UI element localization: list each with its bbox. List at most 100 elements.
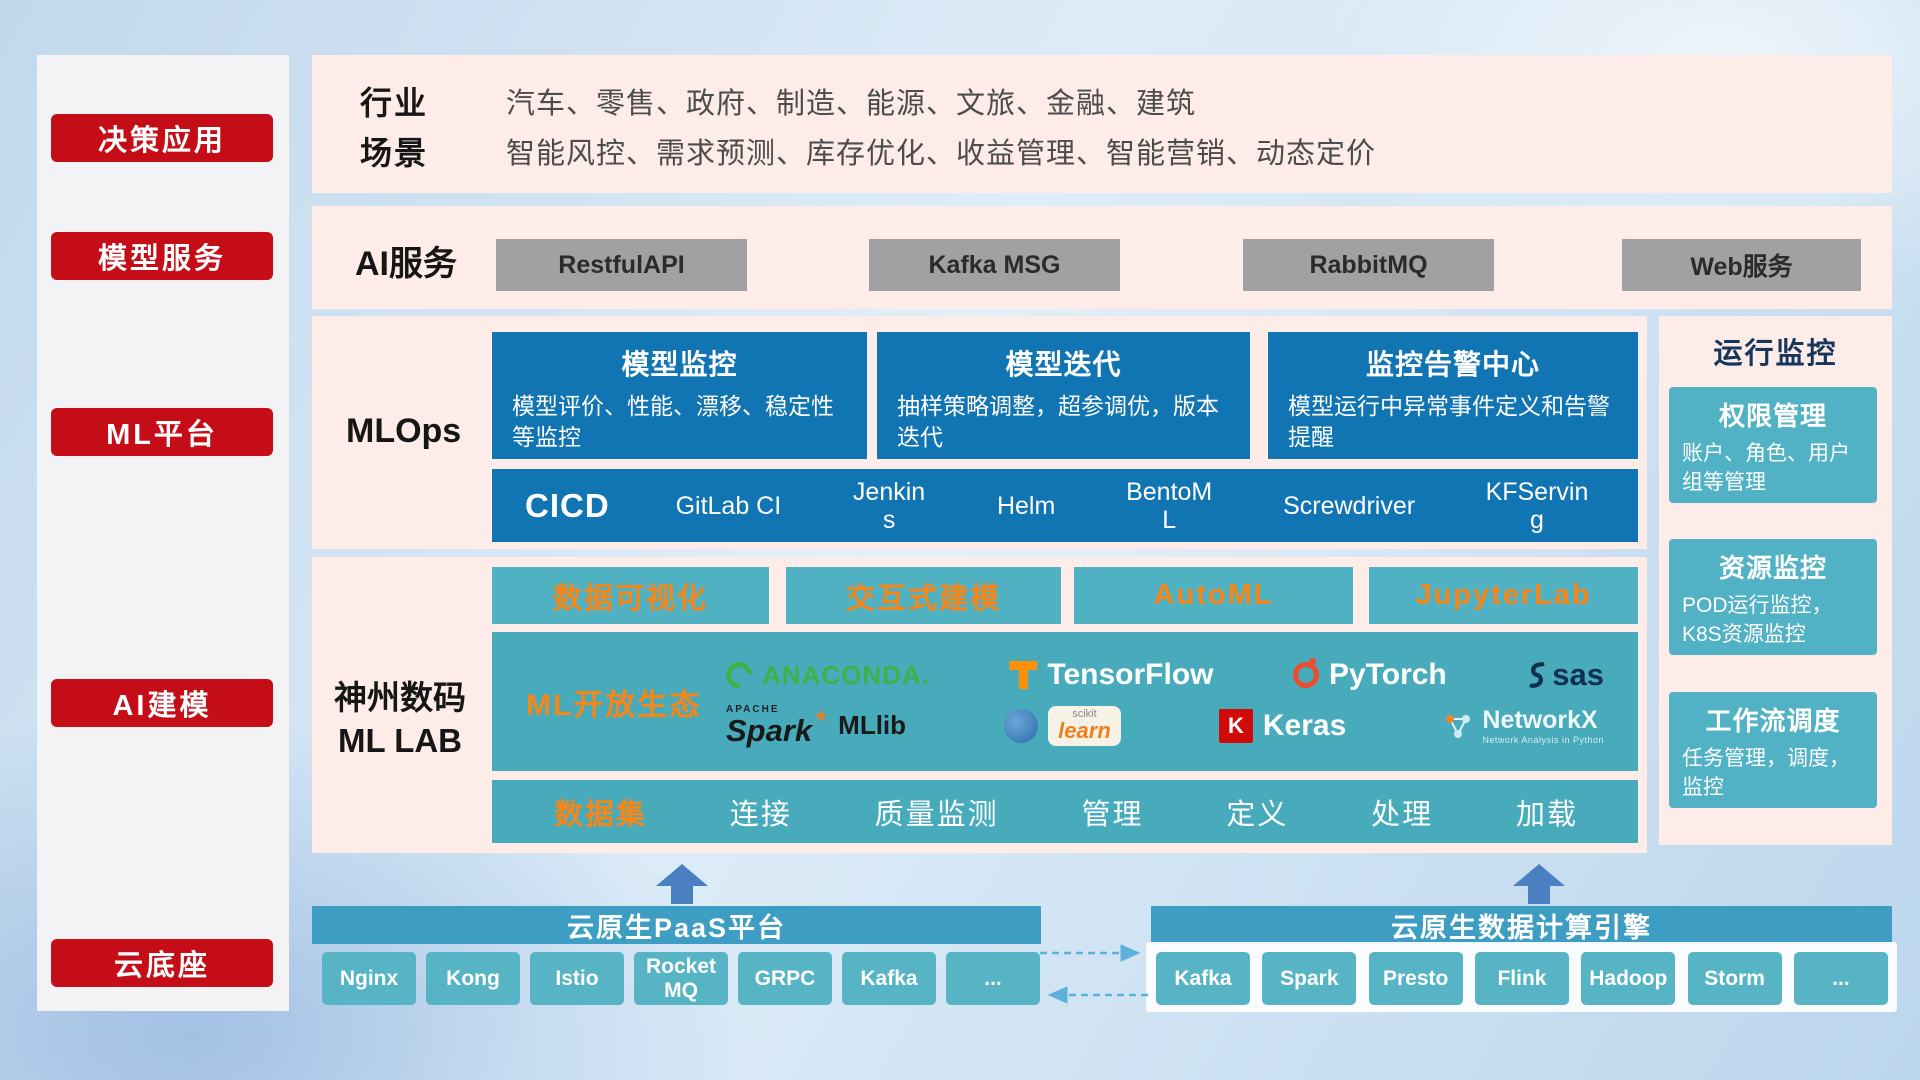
mllib-wordmark: MLlib (838, 710, 907, 740)
kfserving-label: KFServing (1485, 477, 1589, 534)
industry-list: 汽车、零售、政府、制造、能源、文旅、金融、建筑 (506, 88, 1197, 120)
spark-chip: Spark (1262, 952, 1357, 1005)
sidebar-item-decision-apps: 决策应用 (51, 114, 273, 162)
spark-mllib-logo: APACHE Spark ★ MLlib (726, 704, 907, 748)
presto-chip: Presto (1368, 952, 1463, 1005)
cicd-label: CICD (525, 486, 610, 524)
up-arrow-right (1513, 864, 1565, 904)
ml-open-ecosystem-box: ML开放生态 ANACONDA. TensorFlow PyTorch (492, 632, 1638, 771)
dataset-bar: 数据集 连接 质量监测 管理 定义 处理 加载 (492, 780, 1638, 843)
networkx-graph-icon (1446, 714, 1471, 738)
tensorflow-icon (1009, 661, 1038, 689)
card-title: 监控告警中心 (1365, 349, 1540, 380)
card-desc: 模型评价、性能、漂移、稳定性等监控 (512, 393, 834, 451)
mlops-panel: MLOps 模型监控 模型评价、性能、漂移、稳定性等监控 模型迭代 抽样策略调整… (312, 316, 1647, 549)
dataset-item-load: 加载 (1515, 798, 1578, 831)
scenario-row: 场景 智能风控、需求预测、库存优化、收益管理、智能营销、动态定价 (360, 127, 1868, 175)
model-monitoring-card: 模型监控 模型评价、性能、漂移、稳定性等监控 (492, 332, 867, 459)
sas-swirl-icon (1529, 662, 1545, 688)
rocketmq-chip: RocketMQ (634, 952, 728, 1005)
networkx-logo: NetworkX Network Analysis in Python (1444, 706, 1604, 745)
kafka-msg-button: Kafka MSG (869, 239, 1120, 291)
apache-label: APACHE (726, 704, 780, 715)
ml-lab-label-line2: ML LAB (337, 721, 463, 759)
card-title: 模型监控 (621, 349, 738, 380)
scikit-learn-badge: scikit learn (1048, 705, 1121, 746)
sidebar-item-model-service: 模型服务 (51, 232, 273, 280)
pytorch-logo: PyTorch (1292, 658, 1447, 692)
scikit-learn-icon (1004, 708, 1039, 743)
model-iteration-card: 模型迭代 抽样策略调整，超参调优，版本迭代 (877, 332, 1250, 459)
data-visualization-box: 数据可视化 (492, 567, 769, 624)
arrow-stem (1528, 886, 1550, 904)
scenario-label: 场景 (360, 135, 429, 171)
anaconda-wordmark: ANACONDA. (762, 659, 930, 690)
dataset-item-manage: 管理 (1081, 798, 1144, 831)
paas-platform-bar: 云原生PaaS平台 (312, 906, 1041, 944)
ai-service-panel: AI服务 RestfulAPI Kafka MSG RabbitMQ Web服务 (312, 206, 1892, 309)
dataset-item-quality: 质量监测 (874, 798, 999, 831)
industry-label: 行业 (360, 85, 429, 121)
pytorch-wordmark: PyTorch (1328, 658, 1447, 691)
networkx-wordmark: NetworkX Network Analysis in Python (1482, 706, 1604, 745)
interactive-modeling-box: 交互式建模 (786, 567, 1061, 624)
card-desc: POD运行监控，K8S资源监控 (1682, 594, 1833, 647)
grpc-chip: GRPC (738, 952, 832, 1005)
kafka-chip: Kafka (1156, 952, 1250, 1005)
screwdriver-label: Screwdriver (1283, 491, 1416, 520)
restfulapi-button: RestfulAPI (496, 239, 747, 291)
istio-chip: Istio (530, 952, 624, 1005)
scenario-list: 智能风控、需求预测、库存优化、收益管理、智能营销、动态定价 (506, 138, 1377, 170)
dataset-item-define: 定义 (1226, 798, 1289, 831)
keras-k-icon: K (1218, 708, 1253, 743)
web-service-button: Web服务 (1622, 239, 1861, 291)
runtime-monitoring-title: 运行监控 (1713, 338, 1838, 370)
left-category-strip (37, 55, 289, 1011)
learn-text: learn (1058, 717, 1111, 743)
pytorch-flame-icon (1292, 658, 1319, 688)
industry-row: 行业 汽车、零售、政府、制造、能源、文旅、金融、建筑 (360, 77, 1868, 125)
industry-scenario-panel: 行业 汽车、零售、政府、制造、能源、文旅、金融、建筑 场景 智能风控、需求预测、… (312, 55, 1892, 193)
ecosystem-logo-row-1: ANACONDA. TensorFlow PyTorch sa (720, 656, 1604, 694)
card-title: 权限管理 (1718, 401, 1827, 431)
scikit-learn-logo: scikit learn (1004, 705, 1121, 746)
card-desc: 模型运行中异常事件定义和告警提醒 (1288, 393, 1610, 451)
card-title: 资源监控 (1718, 553, 1827, 583)
card-desc: 账户、角色、用户组等管理 (1682, 442, 1850, 495)
sidebar-item-cloud-base: 云底座 (51, 939, 273, 987)
jupyterlab-box: JupyterLab (1369, 567, 1638, 624)
rabbitmq-button: RabbitMQ (1243, 239, 1494, 291)
paas-components-row: Nginx Kong Istio RocketMQ GRPC Kafka ... (322, 952, 1040, 1005)
data-flow-arrows (1040, 944, 1148, 1004)
kong-chip: Kong (426, 952, 520, 1005)
resource-monitoring-card: 资源监控 POD运行监控，K8S资源监控 (1669, 539, 1877, 655)
ecosystem-logo-row-2: APACHE Spark ★ MLlib scikit learn (726, 704, 1604, 748)
spark-wordmark: APACHE Spark ★ (726, 704, 828, 748)
tensorflow-logo: TensorFlow (1009, 658, 1213, 692)
flink-chip: Flink (1474, 952, 1569, 1005)
arrow-head (1513, 864, 1565, 886)
ml-lab-label-line1: 神州数码 (334, 679, 466, 716)
arrow-stem (671, 886, 693, 904)
networkx-text: NetworkX (1482, 705, 1598, 734)
spark-text: Spark (726, 713, 813, 748)
tensorflow-wordmark: TensorFlow (1047, 658, 1214, 691)
spark-star-icon: ★ (813, 708, 829, 725)
up-arrow-left (656, 864, 708, 904)
networkx-subtitle: Network Analysis in Python (1482, 734, 1604, 745)
ml-lab-panel: 神州数码 ML LAB 数据可视化 交互式建模 AutoML JupyterLa… (312, 557, 1647, 853)
alert-center-card: 监控告警中心 模型运行中异常事件定义和告警提醒 (1268, 332, 1638, 459)
ml-ecosystem-label: ML开放生态 (526, 688, 702, 722)
dataset-item-connect: 连接 (729, 798, 792, 831)
data-engine-bar: 云原生数据计算引擎 (1151, 906, 1892, 944)
ecosystem-logo-grid: ANACONDA. TensorFlow PyTorch sa (720, 656, 1638, 748)
card-desc: 任务管理，调度，监控 (1682, 747, 1850, 800)
sidebar-item-ml-platform: ML平台 (51, 408, 273, 456)
more-chip: ... (1793, 952, 1888, 1005)
automl-box: AutoML (1074, 567, 1353, 624)
more-chip: ... (946, 952, 1040, 1005)
kafka-chip: Kafka (842, 952, 936, 1005)
mlops-label: MLOps (346, 412, 462, 450)
gitlab-ci-label: GitLab CI (675, 491, 782, 520)
